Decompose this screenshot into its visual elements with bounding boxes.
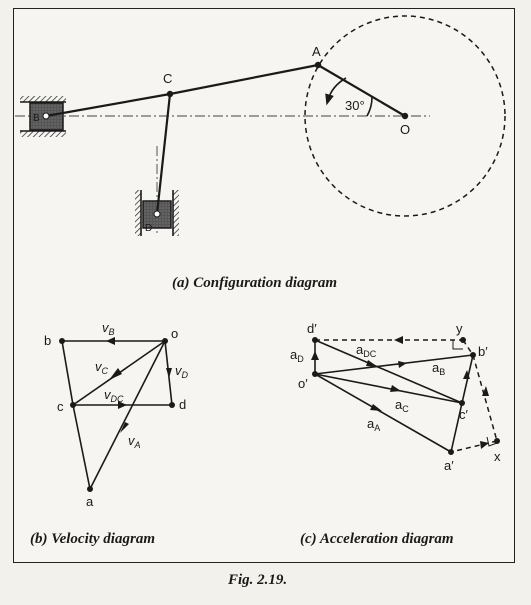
point-y: y (456, 321, 463, 336)
line-bc (61, 340, 74, 406)
label-aa: aA (367, 416, 380, 433)
velocity-diagram: o b c d a vB vC vD vDC vA (b) Velocity d… (30, 320, 189, 547)
point-o-prime: o′ (298, 376, 308, 391)
joint-d (153, 210, 161, 218)
label-vc: vC (95, 359, 109, 376)
label-ad: aD (290, 347, 304, 364)
slider-d-guide (135, 190, 179, 236)
slider-b-guide (20, 96, 66, 137)
point-o-label: O (400, 122, 410, 137)
rotation-arrow (325, 77, 347, 106)
configuration-diagram: A C O B D 30° (a) Configuration diagram (15, 15, 506, 291)
point-d-label: D (145, 223, 152, 234)
angle-label: 30° (345, 98, 365, 113)
point-c-prime: c′ (459, 407, 469, 422)
point-d-velocity: d (179, 397, 186, 412)
configuration-caption: (a) Configuration diagram (172, 275, 337, 291)
point-d-prime: d′ (307, 321, 317, 336)
line-b-x (472, 354, 498, 442)
crank-oa (317, 64, 406, 117)
velocity-caption: (b) Velocity diagram (30, 531, 155, 547)
link-bc (45, 92, 171, 118)
right-angle-x (486, 436, 498, 447)
point-c-velocity: c (57, 399, 64, 414)
link-ca (169, 63, 319, 96)
line-c-a (450, 402, 463, 453)
point-b-label: B (33, 113, 40, 124)
joint-b (42, 112, 50, 120)
joint-a (314, 61, 322, 69)
vector-ab (314, 354, 474, 375)
point-c-label: C (163, 71, 172, 86)
line-ca (72, 404, 91, 490)
figure-label: Fig. 2.19. (227, 572, 287, 588)
line-x-a (450, 440, 498, 453)
right-angle-y (452, 340, 463, 350)
point-a-prime: a′ (444, 458, 454, 473)
vector-ac (314, 373, 463, 404)
acceleration-diagram: d′ y b′ o′ c′ a′ x aD aDC aB aC aA (c) A… (290, 321, 501, 547)
line-y-b (462, 339, 474, 356)
label-ac: aC (395, 397, 409, 414)
link-cd (155, 93, 172, 215)
angle-arc (366, 96, 373, 117)
label-ab: aB (432, 360, 445, 377)
point-a-label: A (312, 44, 321, 59)
label-adc: aDC (356, 342, 377, 359)
label-va: vA (128, 433, 141, 450)
label-vd: vD (175, 363, 189, 380)
point-x: x (494, 449, 501, 464)
vector-adc (314, 339, 463, 404)
vector-aa (314, 373, 452, 453)
label-vdc: vDC (104, 387, 124, 404)
joint-o (401, 112, 409, 120)
vector-va (89, 340, 166, 490)
crank-circle (304, 15, 506, 217)
figure-frame (13, 8, 515, 563)
acceleration-caption: (c) Acceleration diagram (300, 531, 454, 547)
joint-c (166, 90, 174, 98)
point-a-velocity: a (86, 494, 94, 509)
point-b-velocity: b (44, 333, 51, 348)
point-o-velocity: o (171, 326, 178, 341)
point-b-prime: b′ (478, 344, 488, 359)
label-vb: vB (102, 320, 115, 337)
